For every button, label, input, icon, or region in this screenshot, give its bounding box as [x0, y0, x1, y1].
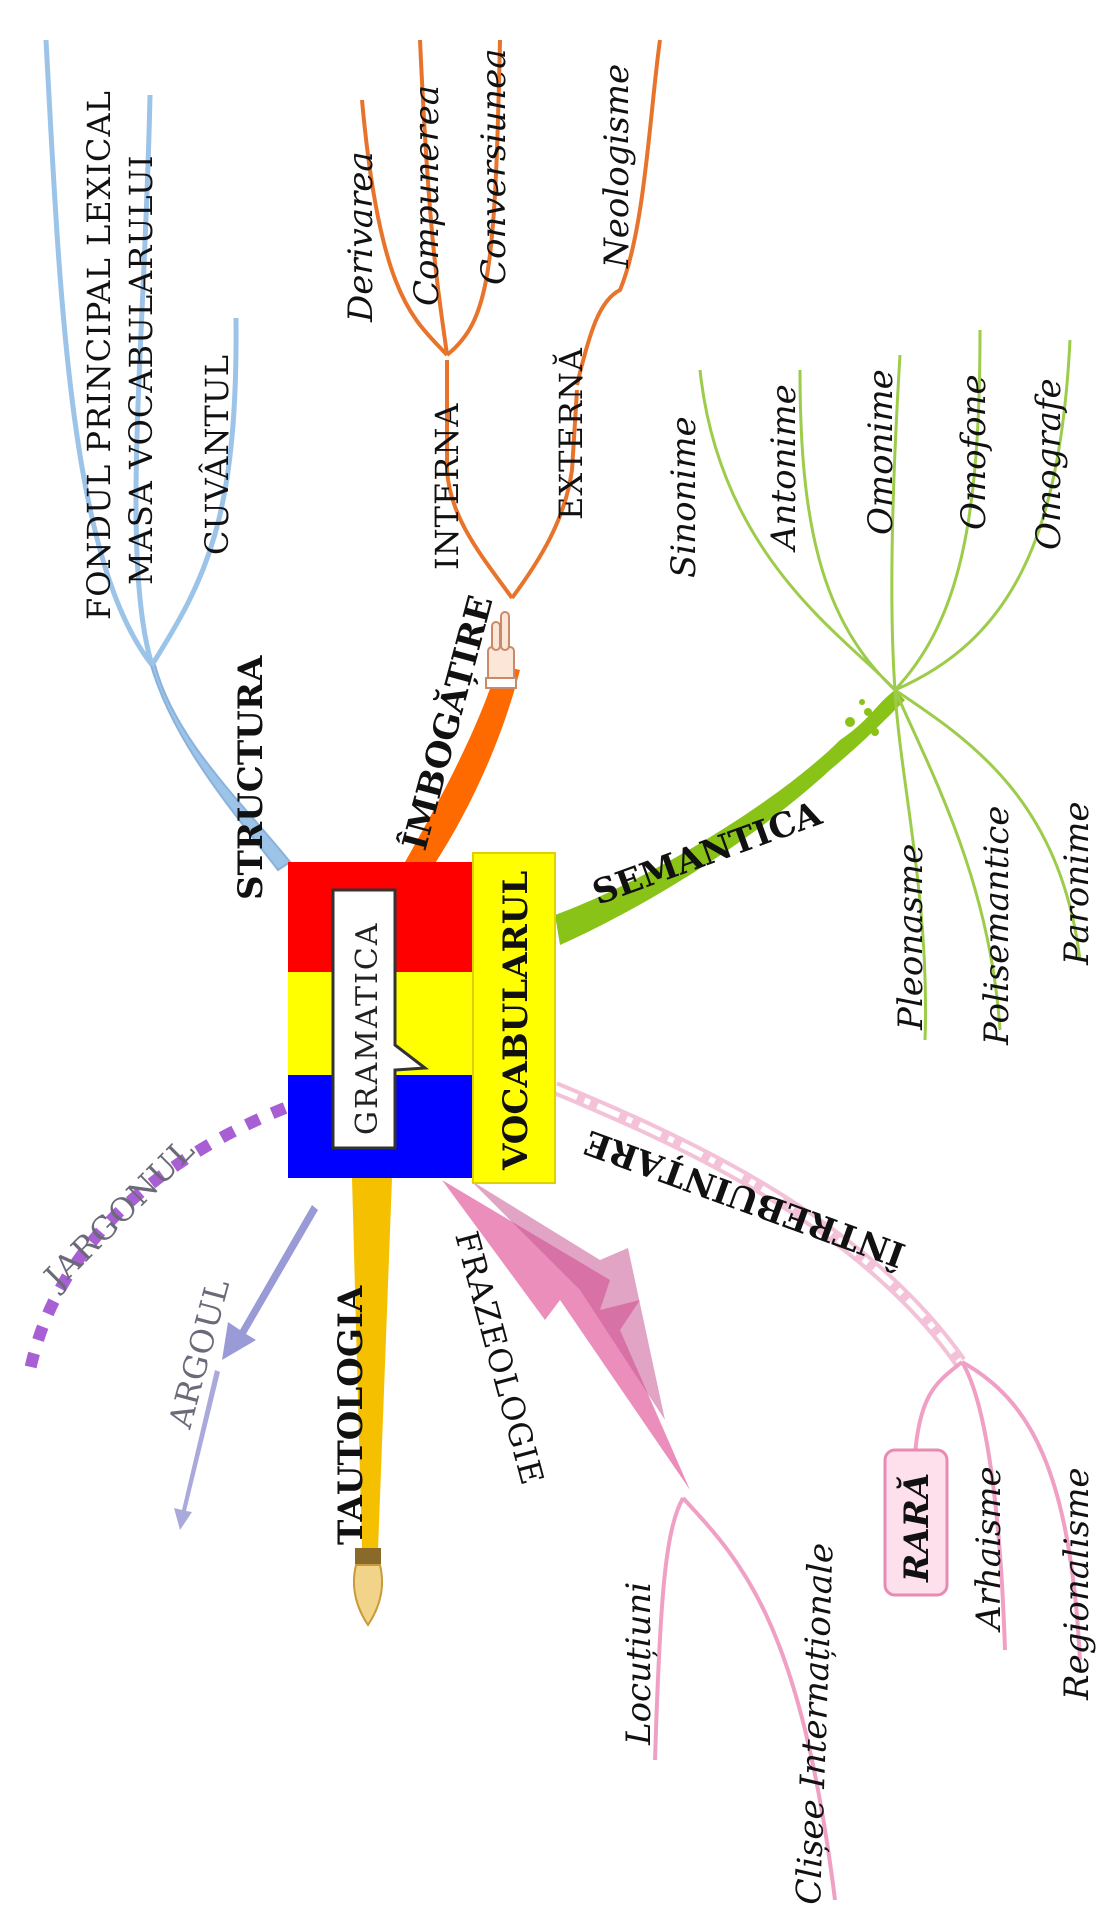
- externa-item-neologisme: Neologisme: [597, 64, 637, 269]
- frazeologie-twigs: [653, 1496, 837, 1901]
- semantica-item-omografe: Omografe: [1029, 378, 1069, 550]
- frazeologie-branch: FRAZEOLOGIE Locuțiuni Clișee Internațion…: [442, 1180, 842, 1905]
- frazeologie-arrow-2: [470, 1180, 665, 1420]
- semantica-branch: SEMANTICA Sinonime Antonime Omonime Omof…: [555, 329, 1097, 1046]
- externa-twig: [575, 39, 662, 386]
- argoul-branch: ARGOUL: [161, 1205, 318, 1530]
- rara-badge: [883, 1448, 949, 1597]
- interna-twigs: [360, 39, 502, 357]
- semantica-item-pleonasme: Pleonasme: [891, 844, 931, 1031]
- structura-twig-masa: [133, 94, 155, 666]
- structura-item-fondul: FONDUL PRINCIPAL LEXICAL: [80, 90, 118, 620]
- semantica-item-omonime: Omonime: [861, 369, 901, 535]
- semantica-twigs-lower: [893, 688, 1082, 1041]
- imbogatire-trunk: [405, 665, 520, 868]
- tautologia-branch: TAUTOLOGIA: [331, 1178, 392, 1627]
- tautologia-body: [352, 1178, 392, 1550]
- imbogatire-split: [445, 360, 579, 600]
- semantica-item-antonime: Antonime: [764, 384, 804, 553]
- interna-item-compunerea: Compunerea: [407, 85, 447, 306]
- semantica-item-paronime: Paronime: [1057, 802, 1097, 966]
- semantica-item-sinonime: Sinonime: [664, 416, 704, 578]
- structura-item-cuvantul: CUVÂNTUL: [198, 354, 236, 555]
- interna-item-derivarea: Derivarea: [341, 151, 381, 323]
- argoul-arrow: [222, 1205, 318, 1360]
- jargonul-label: JARGONUL: [35, 1130, 203, 1298]
- vocabularul-panel: [472, 852, 556, 1184]
- intrebuintare-stripes-inner: [553, 1085, 963, 1364]
- frazeologie-item-locutiuni: Locuțiuni: [619, 1582, 659, 1746]
- frazeologie-item-clisee: Clișee Internaționale: [789, 1542, 842, 1905]
- semantica-label: SEMANTICA: [587, 794, 827, 914]
- frazeologie-arrow-1: [442, 1180, 690, 1490]
- imbogatire-branch: ÎMBOGĂȚIRE INTERNA EXTERNĂ Derivarea Com…: [341, 39, 662, 868]
- externa-label: EXTERNĂ: [552, 347, 590, 520]
- semantica-twigs-upper: [698, 329, 1072, 692]
- semantica-trunk: [555, 690, 905, 945]
- interna-item-conversiunea: Conversiunea: [474, 49, 514, 285]
- semantica-item-polisemantice: Polisemantice: [977, 806, 1017, 1046]
- structura-label: STRUCTURA: [231, 655, 271, 900]
- intrebuintare-item-arhaisme: Arhaisme: [969, 1466, 1009, 1633]
- tautologia-label: TAUTOLOGIA: [331, 1285, 371, 1545]
- structura-twig-fondul: [43, 39, 154, 667]
- central-topic: GRAMATICA VOCABULARUL: [288, 852, 556, 1184]
- semantica-item-omofone: Omofone: [954, 374, 994, 530]
- structura-twig-cuvantul: [149, 317, 239, 667]
- brush-tip-icon: [352, 1564, 384, 1627]
- gramatica-speech-bubble: [331, 888, 430, 1150]
- pointing-hand-icon: [485, 611, 517, 689]
- structura-item-masa: MASA VOCABULARULUI: [122, 155, 160, 585]
- gramatica-label: GRAMATICA: [350, 922, 385, 1135]
- argoul-arrow-lower: [174, 1370, 220, 1530]
- vocabularul-title: VOCABULARUL: [496, 871, 536, 1171]
- interna-label: INTERNA: [428, 402, 466, 570]
- intrebuintare-twigs: [913, 1360, 1082, 1661]
- intrebuintare-item-regionalisme: Regionalisme: [1057, 1467, 1097, 1701]
- rara-label: RARĂ: [896, 1473, 937, 1583]
- tautologia-ferrule: [355, 1548, 381, 1564]
- splash-icon: [845, 699, 879, 736]
- structura-branch: STRUCTURA FONDUL PRINCIPAL LEXICAL MASA …: [43, 39, 292, 900]
